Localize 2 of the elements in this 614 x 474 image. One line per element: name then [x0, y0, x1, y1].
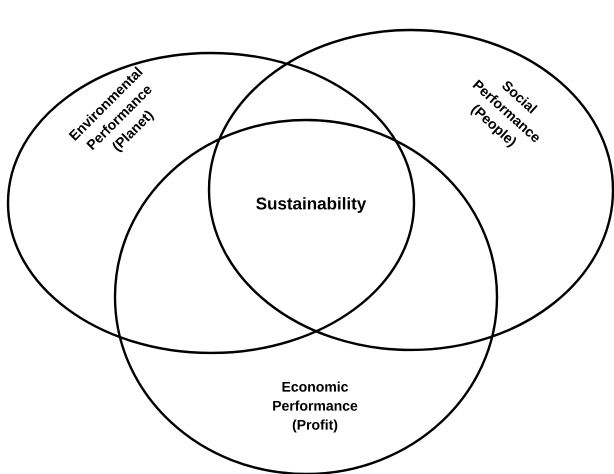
center-label: Sustainability: [256, 197, 366, 213]
circle-label: Economic Performance (Profit): [273, 381, 358, 432]
